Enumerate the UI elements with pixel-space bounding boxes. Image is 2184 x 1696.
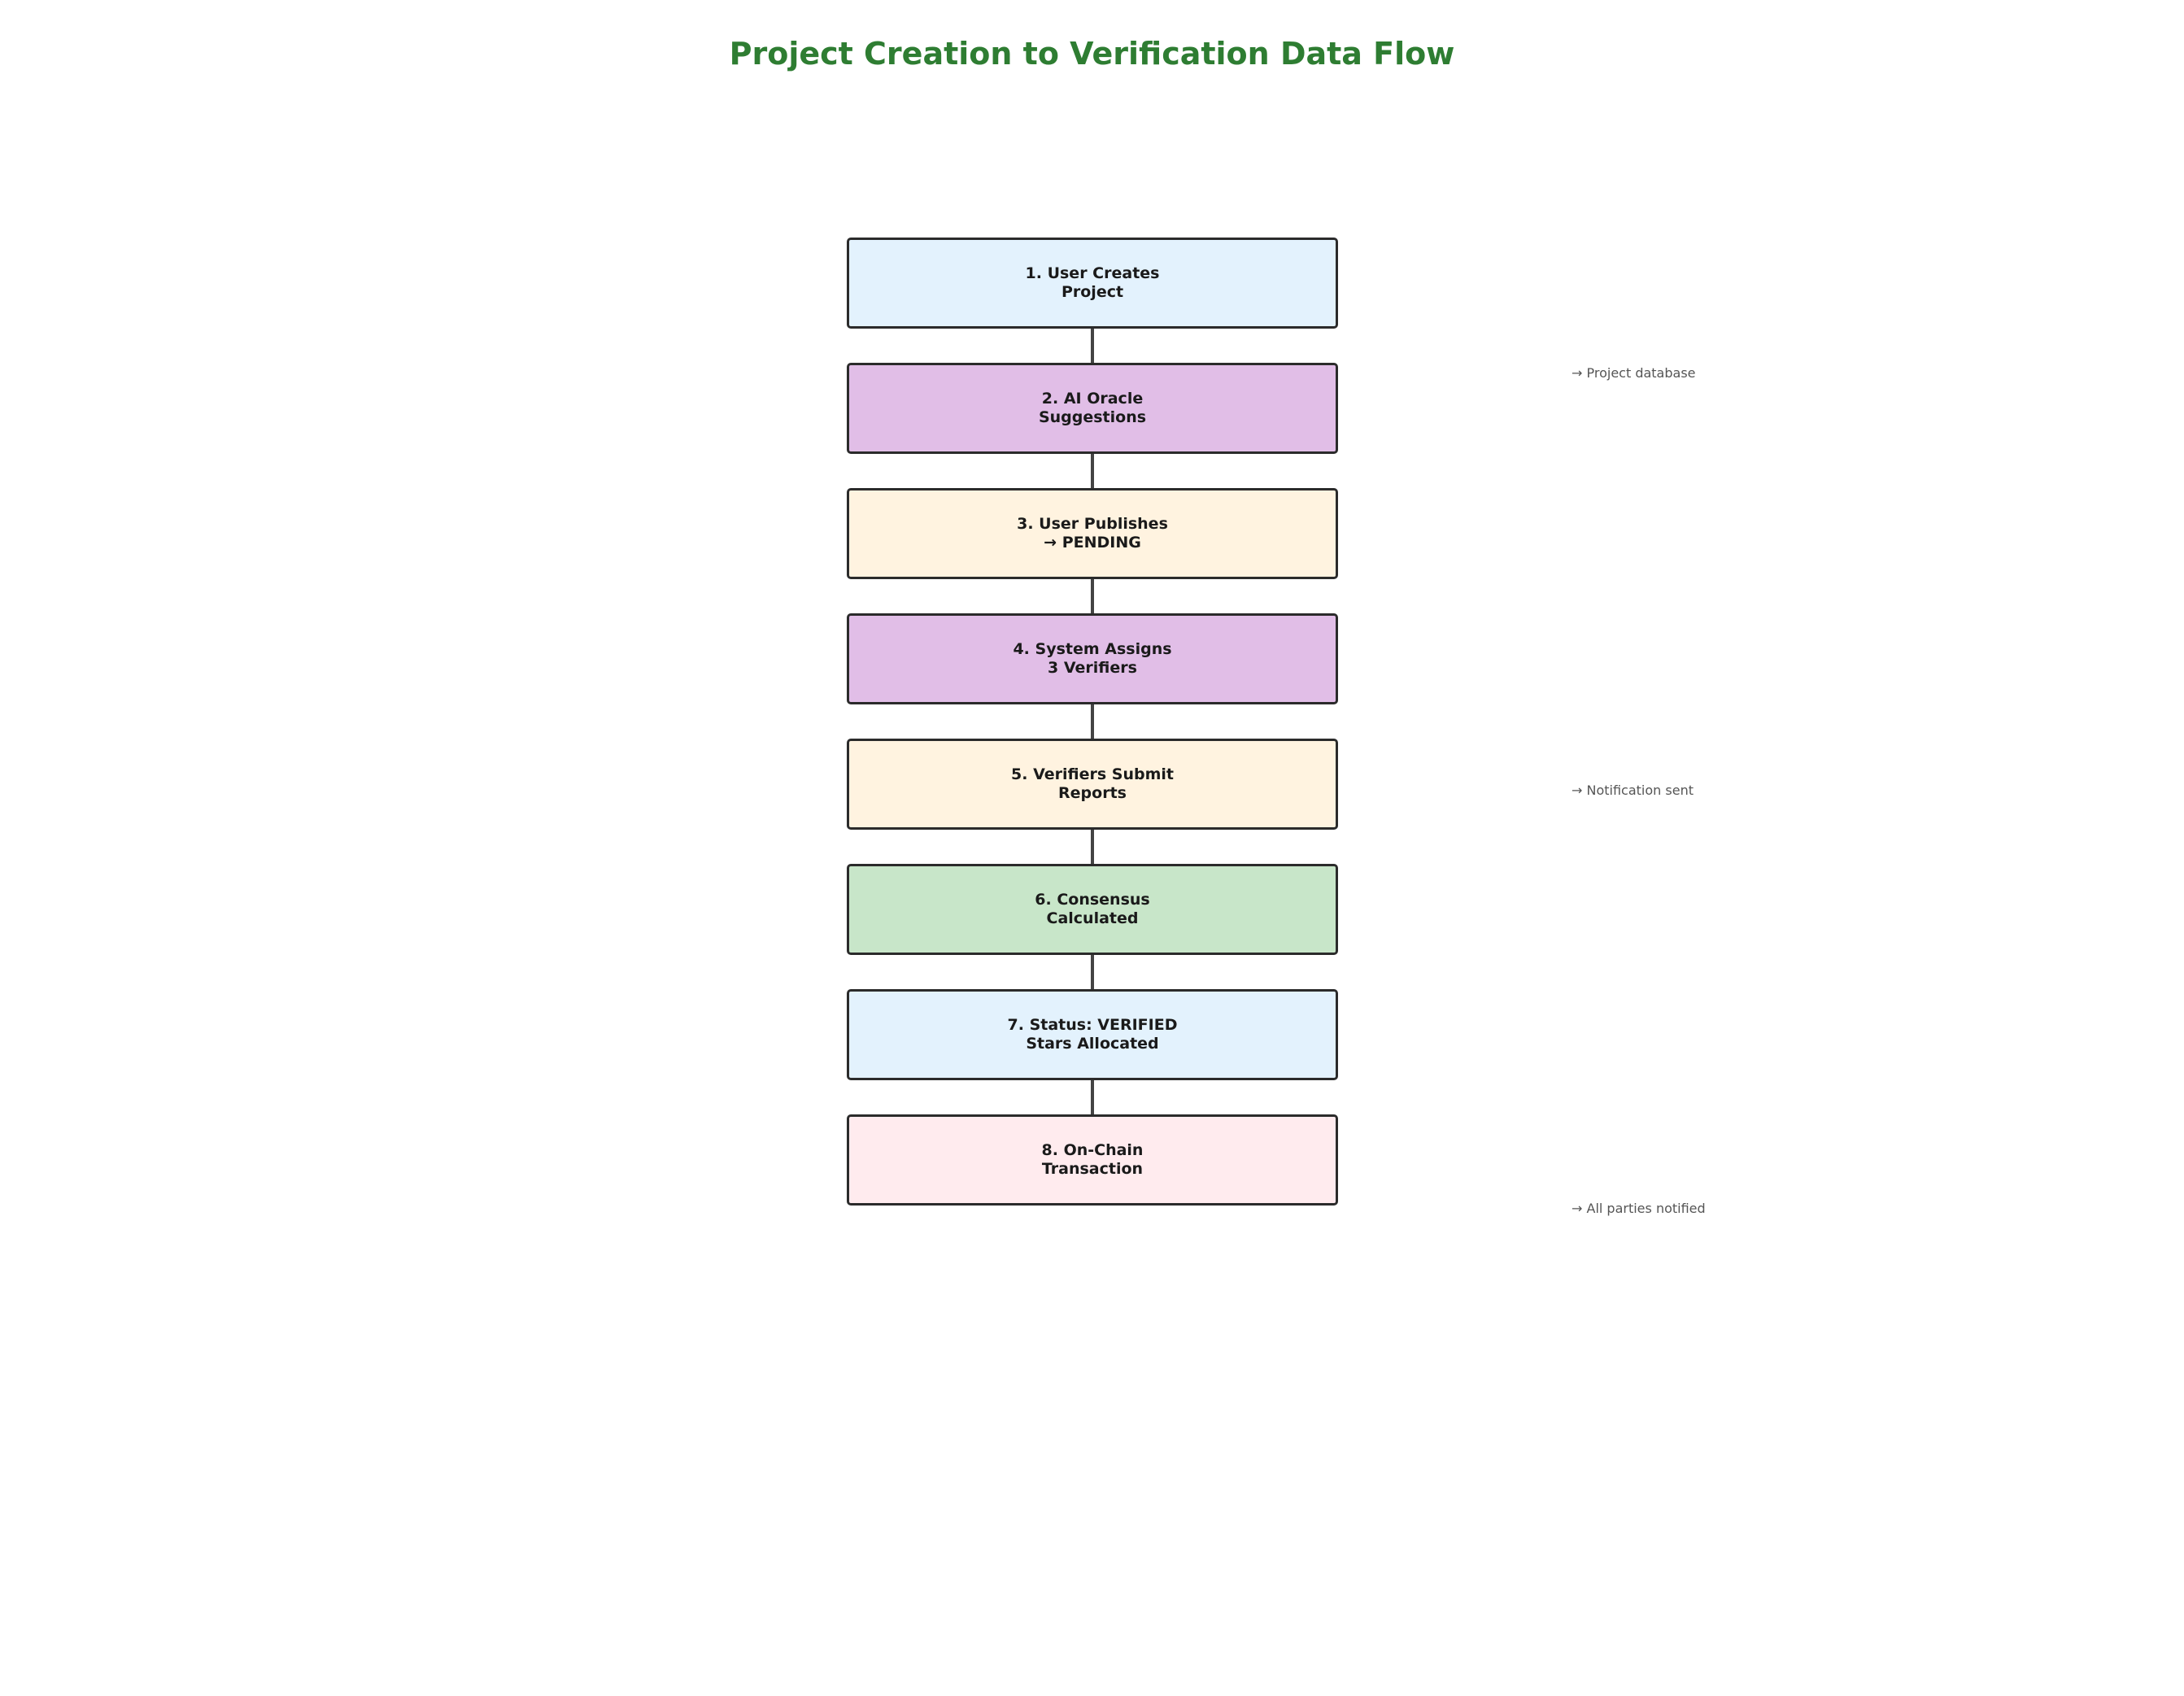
step-label-line2: 3 Verifiers bbox=[1048, 659, 1137, 677]
step-label-line2: Transaction bbox=[1041, 1160, 1144, 1178]
step-user-creates-project: 1. User Creates Project bbox=[847, 238, 1338, 329]
connector-2-3 bbox=[1091, 454, 1094, 489]
step-consensus-calculated: 6. Consensus Calculated bbox=[847, 864, 1338, 955]
annotation-all-parties-notified: → All parties notified bbox=[1572, 1201, 1706, 1216]
diagram-title: Project Creation to Verification Data Fl… bbox=[729, 36, 1455, 72]
step-label-line2: Reports bbox=[1058, 784, 1127, 802]
step-system-assigns-verifiers: 4. System Assigns 3 Verifiers bbox=[847, 613, 1338, 704]
step-verifiers-submit-reports: 5. Verifiers Submit Reports bbox=[847, 739, 1338, 830]
annotation-notification-sent: → Notification sent bbox=[1572, 783, 1694, 798]
step-label-line1: 6. Consensus bbox=[1035, 891, 1150, 909]
step-label-line1: 3. User Publishes bbox=[1017, 515, 1168, 533]
connector-5-6 bbox=[1091, 830, 1094, 865]
step-label-line1: 2. AI Oracle bbox=[1041, 390, 1144, 408]
step-label-line1: 7. Status: VERIFIED bbox=[1007, 1016, 1178, 1034]
connector-6-7 bbox=[1091, 955, 1094, 990]
connector-3-4 bbox=[1091, 579, 1094, 614]
step-label-line1: 4. System Assigns bbox=[1013, 640, 1172, 658]
step-status-verified: 7. Status: VERIFIED Stars Allocated bbox=[847, 989, 1338, 1080]
step-label-line1: 1. User Creates bbox=[1025, 264, 1160, 282]
step-label-line2: → PENDING bbox=[1044, 534, 1141, 552]
connector-1-2 bbox=[1091, 329, 1094, 364]
connector-7-8 bbox=[1091, 1080, 1094, 1115]
step-on-chain-transaction: 8. On-Chain Transaction bbox=[847, 1114, 1338, 1206]
step-label-line2: Project bbox=[1061, 283, 1124, 301]
step-ai-oracle-suggestions: 2. AI Oracle Suggestions bbox=[847, 363, 1338, 454]
step-label-line2: Calculated bbox=[1046, 909, 1139, 927]
step-label-line1: 5. Verifiers Submit bbox=[1011, 765, 1174, 783]
step-user-publishes-pending: 3. User Publishes → PENDING bbox=[847, 488, 1338, 579]
connector-4-5 bbox=[1091, 704, 1094, 739]
step-label-line1: 8. On-Chain bbox=[1041, 1141, 1144, 1159]
step-label-line2: Stars Allocated bbox=[1026, 1035, 1159, 1053]
annotation-project-database: → Project database bbox=[1572, 365, 1696, 381]
step-label-line2: Suggestions bbox=[1038, 408, 1147, 426]
